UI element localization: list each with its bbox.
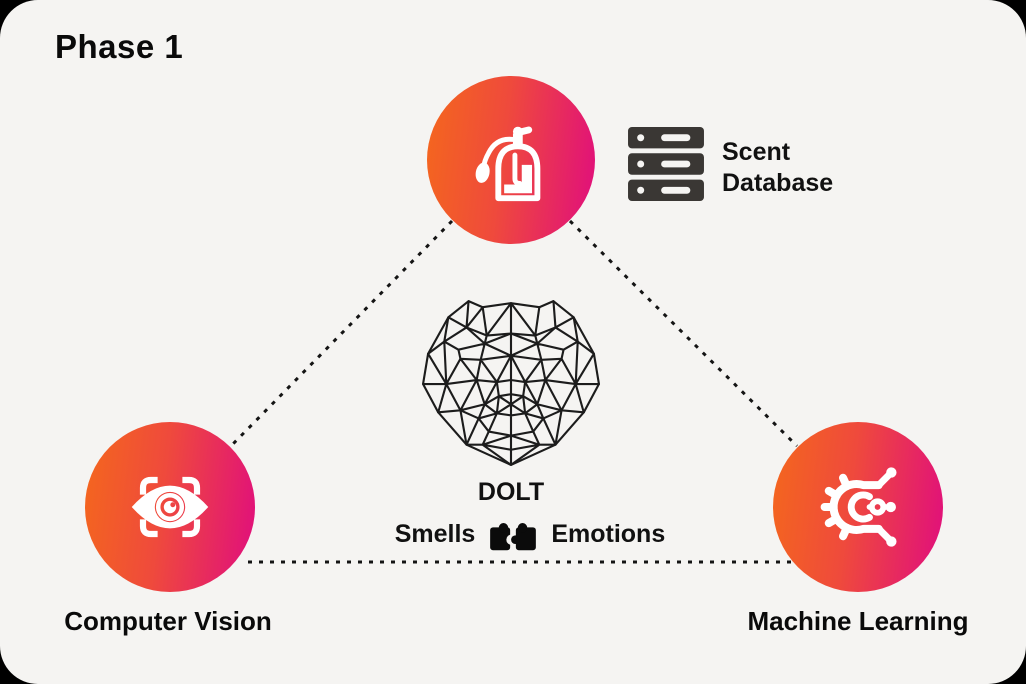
node-machine-learning — [773, 422, 943, 592]
puzzle-pieces-icon — [490, 523, 537, 551]
tagline-emotions: Emotions — [551, 519, 666, 548]
edge-scent-vision — [229, 219, 454, 448]
node-scent — [427, 76, 595, 244]
eye-scan-icon — [131, 476, 209, 538]
tagline-smells: Smells — [394, 519, 476, 548]
perfume-atomizer-icon — [475, 126, 541, 202]
node-computer-vision — [85, 422, 255, 592]
edge-scent-ml — [568, 219, 799, 448]
machine-learning-label: Machine Learning — [747, 606, 969, 636]
page-title: Phase 1 — [55, 28, 184, 65]
scent-label-line1: Scent — [722, 138, 791, 166]
gear-circuit-icon — [820, 467, 897, 547]
scent-database-label: Scent Database — [722, 137, 833, 199]
server-database-icon — [628, 127, 704, 201]
computer-vision-label: Computer Vision — [64, 606, 272, 636]
center-title: DOLT — [477, 478, 545, 506]
face-mesh-graphic — [421, 300, 601, 466]
tagline: Smells Emotions — [330, 514, 730, 554]
scent-label-line2: Database — [722, 169, 834, 197]
